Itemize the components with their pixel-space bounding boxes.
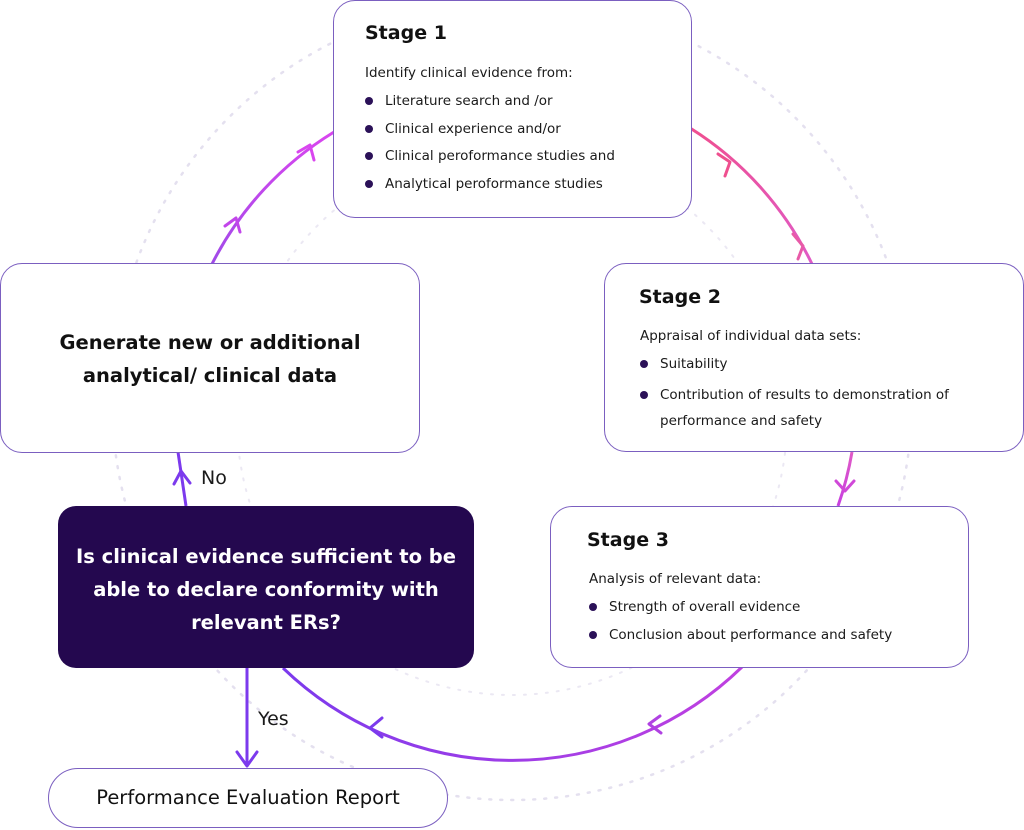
yes-label: Yes bbox=[258, 708, 289, 730]
list-item: Analytical peroformance studies bbox=[365, 174, 615, 194]
arrow-stage2-to-stage3 bbox=[836, 451, 854, 507]
arrow-generate-to-stage1 bbox=[210, 130, 335, 265]
stage1-intro: Identify clinical evidence from: bbox=[365, 65, 573, 81]
stage2-intro: Appraisal of individual data sets: bbox=[640, 328, 862, 344]
chevron-icon bbox=[791, 232, 805, 261]
stage2-list: Suitability Contribution of results to d… bbox=[640, 354, 990, 434]
chevron-icon bbox=[647, 714, 663, 735]
list-item: Clinical experience and/or bbox=[365, 119, 615, 139]
stage2-box: Stage 2 Appraisal of individual data set… bbox=[604, 263, 1024, 452]
list-item: Suitability bbox=[640, 354, 990, 374]
list-item: Contribution of results to demonstration… bbox=[640, 382, 990, 434]
performance-evaluation-report-box: Performance Evaluation Report bbox=[48, 768, 448, 828]
decision-box: Is clinical evidence sufficient to be ab… bbox=[58, 506, 474, 668]
stage3-title: Stage 3 bbox=[587, 529, 669, 551]
decision-text: Is clinical evidence sufficient to be ab… bbox=[76, 545, 456, 634]
no-label: No bbox=[201, 467, 227, 489]
chevron-icon bbox=[368, 716, 384, 739]
stage1-box: Stage 1 Identify clinical evidence from:… bbox=[333, 0, 692, 218]
chevron-icon bbox=[223, 216, 242, 234]
stage1-title: Stage 1 bbox=[365, 22, 447, 44]
generate-data-box: Generate new or additional analytical/ c… bbox=[0, 263, 420, 453]
stage3-intro: Analysis of relevant data: bbox=[589, 571, 762, 587]
arrow-stage1-to-stage2 bbox=[689, 126, 814, 265]
chevron-icon bbox=[834, 479, 856, 493]
stage3-list: Strength of overall evidence Conclusion … bbox=[589, 597, 892, 652]
chevron-icon bbox=[296, 143, 316, 162]
list-item: Conclusion about performance and safety bbox=[589, 625, 892, 645]
generate-data-text: Generate new or additional analytical/ c… bbox=[59, 331, 361, 387]
chevron-up-icon bbox=[172, 469, 192, 486]
chevron-down-icon bbox=[235, 750, 259, 768]
list-item: Literature search and /or bbox=[365, 91, 615, 111]
stage2-title: Stage 2 bbox=[639, 286, 721, 308]
chevron-icon bbox=[716, 152, 732, 178]
stage1-list: Literature search and /or Clinical exper… bbox=[365, 91, 615, 201]
list-item: Strength of overall evidence bbox=[589, 597, 892, 617]
list-item: Clinical peroformance studies and bbox=[365, 146, 615, 166]
arrow-no bbox=[176, 451, 188, 507]
stage3-box: Stage 3 Analysis of relevant data: Stren… bbox=[550, 506, 969, 668]
arrow-stage3-to-decision bbox=[281, 665, 744, 762]
